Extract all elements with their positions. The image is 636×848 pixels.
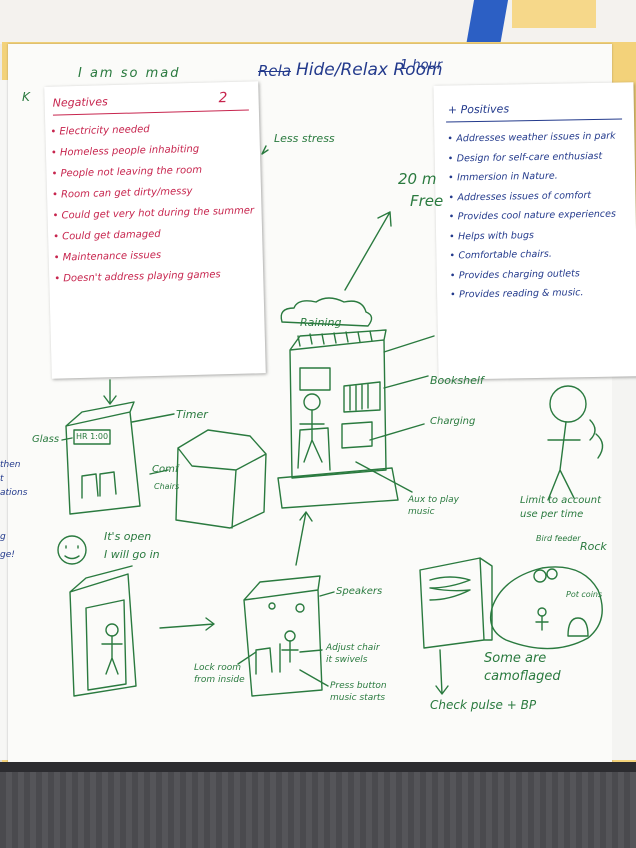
line-lock [237,651,257,665]
cut-text-1: then [0,460,21,470]
label-pot-coins: Pot coins [566,590,603,599]
cut-text-5: ge! [0,550,15,560]
bird-feeder-icon [533,569,547,583]
person-body [299,409,325,463]
label-adjust-chair: Adjust chair it swivels [326,643,380,665]
label-will-go-in: I will go in [104,548,160,561]
label-limit: Limit to account use per time [520,495,602,520]
rain-lines [297,330,373,347]
door-sketch [85,599,127,691]
chair-sketch [297,427,331,471]
label-check: Check pulse + BP [430,698,537,712]
label-camouflaged: Some are camoflaged [484,651,561,684]
carpet-floor [0,772,636,848]
booth-chairs [81,471,117,499]
label-hr-display: HR 1:00 [76,432,109,441]
label-less-stress: Less stress [274,132,335,145]
label-20-min: 20 m [398,170,437,188]
label-free: Free [410,192,444,210]
title-extra: 1 hour [400,58,443,73]
bird-feeder-icon [546,568,558,580]
poster-title: Hide/Relax Room [296,60,443,80]
arrow-less-stress [261,145,269,155]
booth-person-head [284,630,296,642]
cut-text-4: g [0,532,6,542]
label-aux: Aux to play music [408,495,459,517]
arrow-up-right [344,211,392,291]
label-raining: Raining [300,316,342,329]
arrow-down-check [435,649,449,695]
cut-letter: K [22,90,30,104]
cloud-icon [280,297,373,327]
line-to-timer [131,413,175,423]
line-to-building [383,335,435,353]
base-sketch [277,467,399,509]
rain-box-sketch [419,557,493,649]
door-booth-sketch [69,565,137,697]
line-speakers [319,591,335,597]
line-to-charging [369,423,425,441]
rock-sketch [489,566,603,650]
person-head [303,393,321,411]
arrow-down-negatives [103,379,117,405]
right-poster-edge [612,360,636,760]
smiley-icon [57,535,87,565]
window-sketch [299,367,331,391]
bookshelf-sketch [343,381,381,413]
sticky-note-top [512,0,596,28]
smiley-features [64,545,80,560]
rain-scribble [429,576,471,601]
label-speakers: Speakers [336,586,383,597]
door-person-body [101,635,123,675]
line-to-glass [61,437,73,441]
door-person-head [105,623,119,637]
label-comf: Comf [152,464,179,475]
line-to-aux [355,461,413,493]
hr-display [73,429,111,445]
title-strikethrough: Rela [258,62,292,80]
booth-sketch [65,401,141,515]
line-adjust [299,649,323,653]
speaker-icon [268,602,276,610]
label-bookshelf: Bookshelf [430,374,484,387]
booth-person-body [281,640,299,663]
label-its-open: It's open [104,530,152,543]
building-sketch [289,329,387,479]
label-press-button: Press button music starts [330,681,387,703]
label-timer: Timer [176,408,208,421]
label-chairs: Chairs [154,482,180,491]
right-scribble [589,419,604,459]
quote-top: I am so mad [78,66,181,81]
label-rock: Rock [580,540,607,553]
rock-person-body [535,615,549,631]
line-press [299,669,329,687]
cut-text-3: ations [0,488,28,498]
cut-text-2: t [0,474,4,484]
label-glass: Glass [32,434,60,445]
label-charging: Charging [430,416,476,427]
hex-box-sketch [175,429,267,529]
arrow-right-1 [159,617,215,631]
label-bird-feeder: Bird feeder [536,534,581,543]
speaker-booth-chairs [255,643,281,675]
right-person-head [549,385,587,423]
line-to-bookshelf [383,375,429,389]
speaker-booth-sketch [243,575,323,697]
arrow-up-building [295,511,313,566]
speaker-icon [295,603,305,613]
rock-person-head [537,607,547,617]
label-lock-room: Lock room from inside [194,663,245,685]
right-person-body [547,421,581,501]
rock-door [567,617,589,637]
table-sketch [341,421,373,449]
line-comf [149,469,169,475]
